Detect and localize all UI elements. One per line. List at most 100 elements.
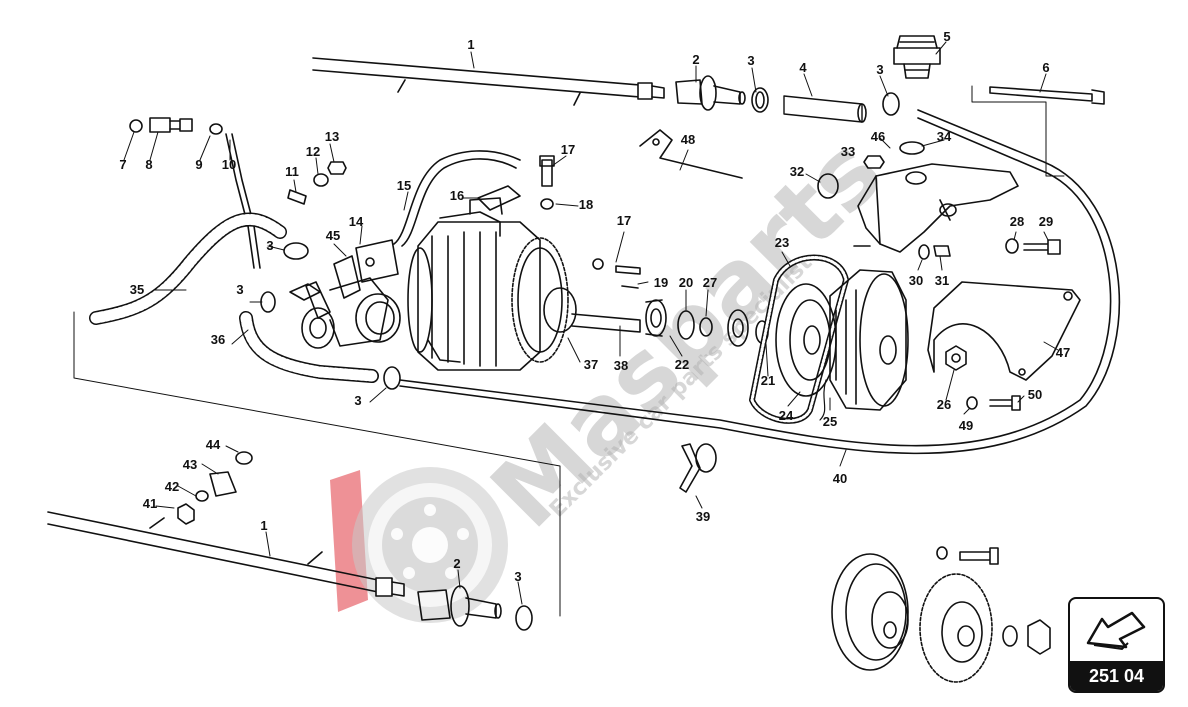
- callout-43: 43: [182, 457, 198, 472]
- pipe-40-upper-edge: [399, 117, 1112, 447]
- callout-15: 15: [396, 178, 412, 193]
- callout-44: 44: [205, 437, 221, 452]
- nut-41: [177, 503, 195, 525]
- callout-8: 8: [145, 157, 153, 172]
- callout-30: 30: [908, 273, 924, 288]
- nut-33: [863, 155, 885, 169]
- callout-37: 37: [583, 357, 599, 372]
- callout-10: 10: [221, 157, 237, 172]
- callout-40: 40: [832, 471, 848, 486]
- washer-7: [129, 119, 143, 133]
- hose-clip-upper: [751, 87, 769, 113]
- inset-pulley-assembly: [831, 546, 1051, 683]
- callout-3a: 3: [747, 53, 755, 68]
- washer-17b: [592, 258, 604, 270]
- bolt-50: [989, 395, 1021, 411]
- clip-3c: [260, 291, 276, 313]
- washer-49: [966, 396, 978, 410]
- fuel-pipe-lower: [47, 511, 405, 597]
- washer-44: [235, 451, 253, 465]
- nut-13: [327, 161, 347, 175]
- pin-19: [621, 285, 639, 289]
- compressor-clutch-25: [819, 269, 909, 421]
- bearing-22b: [727, 309, 749, 347]
- pin-17b: [615, 265, 641, 275]
- pump-body-37: [407, 197, 577, 371]
- callout-23: 23: [774, 235, 790, 250]
- nut-26: [945, 345, 967, 371]
- callout-39: 39: [695, 509, 711, 524]
- bolt-29: [1023, 239, 1061, 255]
- pipe-clip-39: [679, 443, 717, 493]
- fuel-pump-assembly: [289, 239, 401, 349]
- leader-lines: [123, 41, 1059, 605]
- callout-33: 33: [840, 144, 856, 159]
- page-reference-badge: 251 04: [1068, 597, 1165, 693]
- callout-25: 25: [822, 414, 838, 429]
- callout-47: 47: [1055, 345, 1071, 360]
- callout-9: 9: [195, 157, 203, 172]
- tube-10: [225, 133, 261, 269]
- callout-11: 11: [285, 164, 299, 179]
- callout-36: 36: [210, 332, 226, 347]
- callout-34: 34: [936, 129, 952, 144]
- callout-21: 21: [760, 373, 776, 388]
- filler-cap: [893, 35, 941, 79]
- hose-section-4: [783, 95, 867, 123]
- bolt-11: [287, 189, 307, 205]
- union-fitting-lower: [417, 585, 502, 627]
- callout-2b: 2: [453, 556, 461, 571]
- callout-3d: 3: [236, 282, 244, 297]
- clip-3d: [283, 242, 309, 260]
- pipe-15: [393, 150, 521, 245]
- callout-3b: 3: [876, 62, 884, 77]
- callout-19: 19: [653, 275, 669, 290]
- callout-48: 48: [680, 132, 696, 147]
- callout-31: 31: [934, 273, 950, 288]
- callout-1a: 1: [467, 37, 475, 52]
- callout-46: 46: [870, 129, 886, 144]
- callout-18: 18: [578, 197, 594, 212]
- washer-42: [195, 490, 209, 502]
- callout-50: 50: [1027, 387, 1043, 402]
- washer-30: [918, 244, 930, 260]
- callout-5: 5: [943, 29, 951, 44]
- callout-3c: 3: [266, 238, 274, 253]
- callout-27: 27: [702, 275, 718, 290]
- flange-16: [477, 185, 521, 211]
- callout-24: 24: [778, 408, 794, 423]
- callout-20: 20: [678, 275, 694, 290]
- nut-31: [933, 245, 951, 257]
- callout-16: 16: [449, 188, 465, 203]
- callout-28: 28: [1009, 214, 1025, 229]
- callout-12: 12: [305, 144, 321, 159]
- callout-49: 49: [958, 418, 974, 433]
- callout-42: 42: [164, 479, 180, 494]
- callout-13: 13: [324, 129, 340, 144]
- callout-2a: 2: [692, 52, 700, 67]
- callout-41: 41: [142, 496, 158, 511]
- washer-9: [209, 123, 223, 135]
- pipe-40-lower-edge: [399, 109, 1121, 455]
- washer-12: [313, 173, 329, 187]
- callout-22: 22: [674, 357, 690, 372]
- callout-3f: 3: [514, 569, 522, 584]
- fuel-pipe-upper: [312, 57, 665, 106]
- bolt-17: [539, 155, 555, 187]
- callout-7: 7: [119, 157, 127, 172]
- clip-lower: [515, 605, 533, 631]
- bolt-8: [149, 117, 193, 133]
- clip-3e: [383, 366, 401, 390]
- callout-17a: 17: [560, 142, 576, 157]
- callout-4: 4: [799, 60, 807, 75]
- back-arrow-icon: [1086, 611, 1146, 651]
- bearing-22a: [645, 299, 667, 337]
- ring-20: [677, 310, 695, 340]
- hose-clip: [882, 92, 900, 116]
- callout-14: 14: [348, 214, 364, 229]
- long-bolt-6: [989, 86, 1105, 105]
- callout-3e: 3: [354, 393, 362, 408]
- callout-35: 35: [129, 282, 145, 297]
- callout-1b: 1: [260, 518, 268, 533]
